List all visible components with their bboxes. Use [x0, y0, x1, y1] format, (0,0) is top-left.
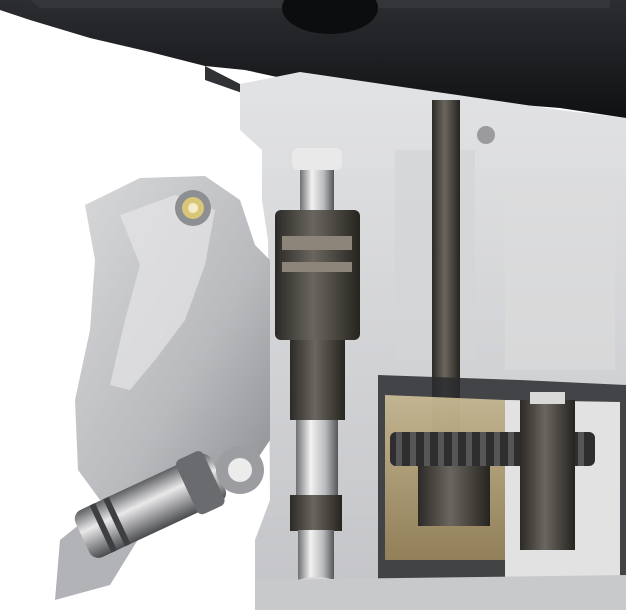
gear-housing — [378, 375, 626, 610]
hydraulic-cylinder — [74, 446, 264, 558]
valve-stack — [275, 148, 360, 593]
lower-edge — [255, 575, 626, 610]
gear-pair — [390, 392, 595, 550]
